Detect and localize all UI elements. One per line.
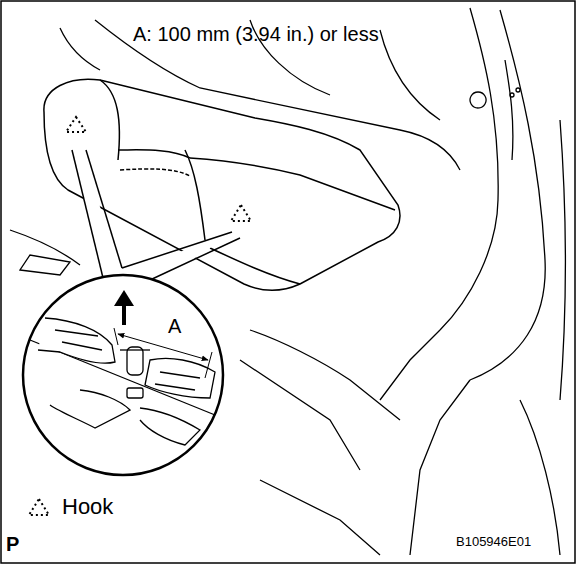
vehicle-body xyxy=(10,8,565,555)
dimension-note: A: 100 mm (3.94 in.) or less xyxy=(133,24,379,44)
figure-code: B105946E01 xyxy=(456,535,531,548)
detail-inset xyxy=(23,275,223,475)
rear-seat-cushion xyxy=(44,79,400,290)
dimension-letter: A xyxy=(168,316,181,336)
page-mark: P xyxy=(6,534,19,554)
legend-text: Hook xyxy=(62,494,113,520)
hook-symbol xyxy=(24,495,54,519)
legend-row: Hook xyxy=(24,494,113,520)
callout-leader xyxy=(70,150,240,290)
